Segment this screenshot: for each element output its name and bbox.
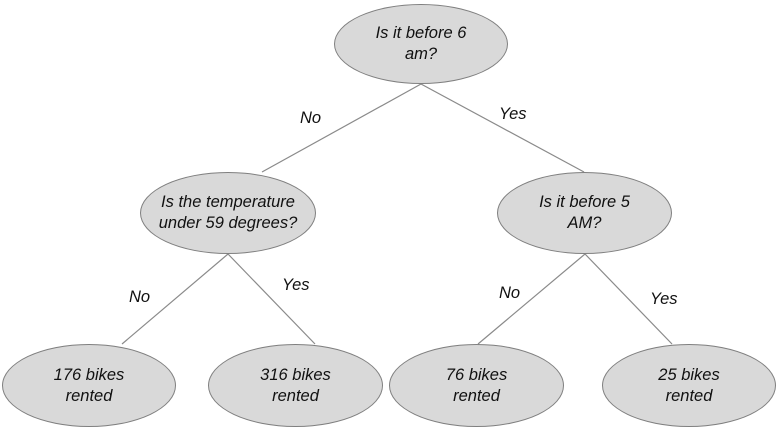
edge-line-left-right xyxy=(227,253,316,345)
leaf-ll-line-2: rented xyxy=(65,386,113,405)
leaf-node-76-bikes: 76 bikes rented xyxy=(389,344,564,427)
leaf-rr-line-2: rented xyxy=(665,386,713,405)
edge-line-root-left xyxy=(261,83,422,173)
leaf-rl-line-1: 76 bikes xyxy=(445,365,508,384)
edge-label-root-yes: Yes xyxy=(499,105,527,123)
edge-label-left-yes: Yes xyxy=(282,276,310,294)
leaf-ll-line-1: 176 bikes xyxy=(53,365,125,384)
right-decision-node: Is it before 5 AM? xyxy=(497,172,672,254)
leaf-node-25-bikes: 25 bikes rented xyxy=(602,344,776,427)
leaf-node-316-bikes: 316 bikes rented xyxy=(208,344,383,427)
left-node-line-1: Is the temperature xyxy=(161,193,295,211)
left-decision-node: Is the temperature under 59 degrees? xyxy=(140,172,316,254)
left-node-line-2: under 59 degrees? xyxy=(158,214,298,232)
edge-label-root-no: No xyxy=(300,109,322,127)
root-node-line-1: Is it before 6 xyxy=(375,24,467,42)
edge-line-left-left xyxy=(121,253,229,345)
right-node-line-2: AM? xyxy=(567,214,602,232)
edge-label-right-no: No xyxy=(499,284,521,302)
leaf-rl-line-2: rented xyxy=(453,386,500,405)
leaf-lr-line-2: rented xyxy=(272,386,319,405)
leaf-rr-line-1: 25 bikes xyxy=(658,365,720,384)
edge-label-right-yes: Yes xyxy=(650,290,678,308)
right-node-line-1: Is it before 5 xyxy=(539,193,630,211)
root-node-line-2: am? xyxy=(404,45,438,63)
leaf-node-176-bikes: 176 bikes rented xyxy=(2,344,176,427)
edge-line-root-right xyxy=(420,83,585,173)
root-decision-node: Is it before 6 am? xyxy=(334,4,508,84)
leaf-lr-line-1: 316 bikes xyxy=(260,365,331,384)
edge-label-left-no: No xyxy=(129,288,151,306)
edge-line-right-right xyxy=(584,253,673,345)
edge-line-right-left xyxy=(477,253,586,345)
